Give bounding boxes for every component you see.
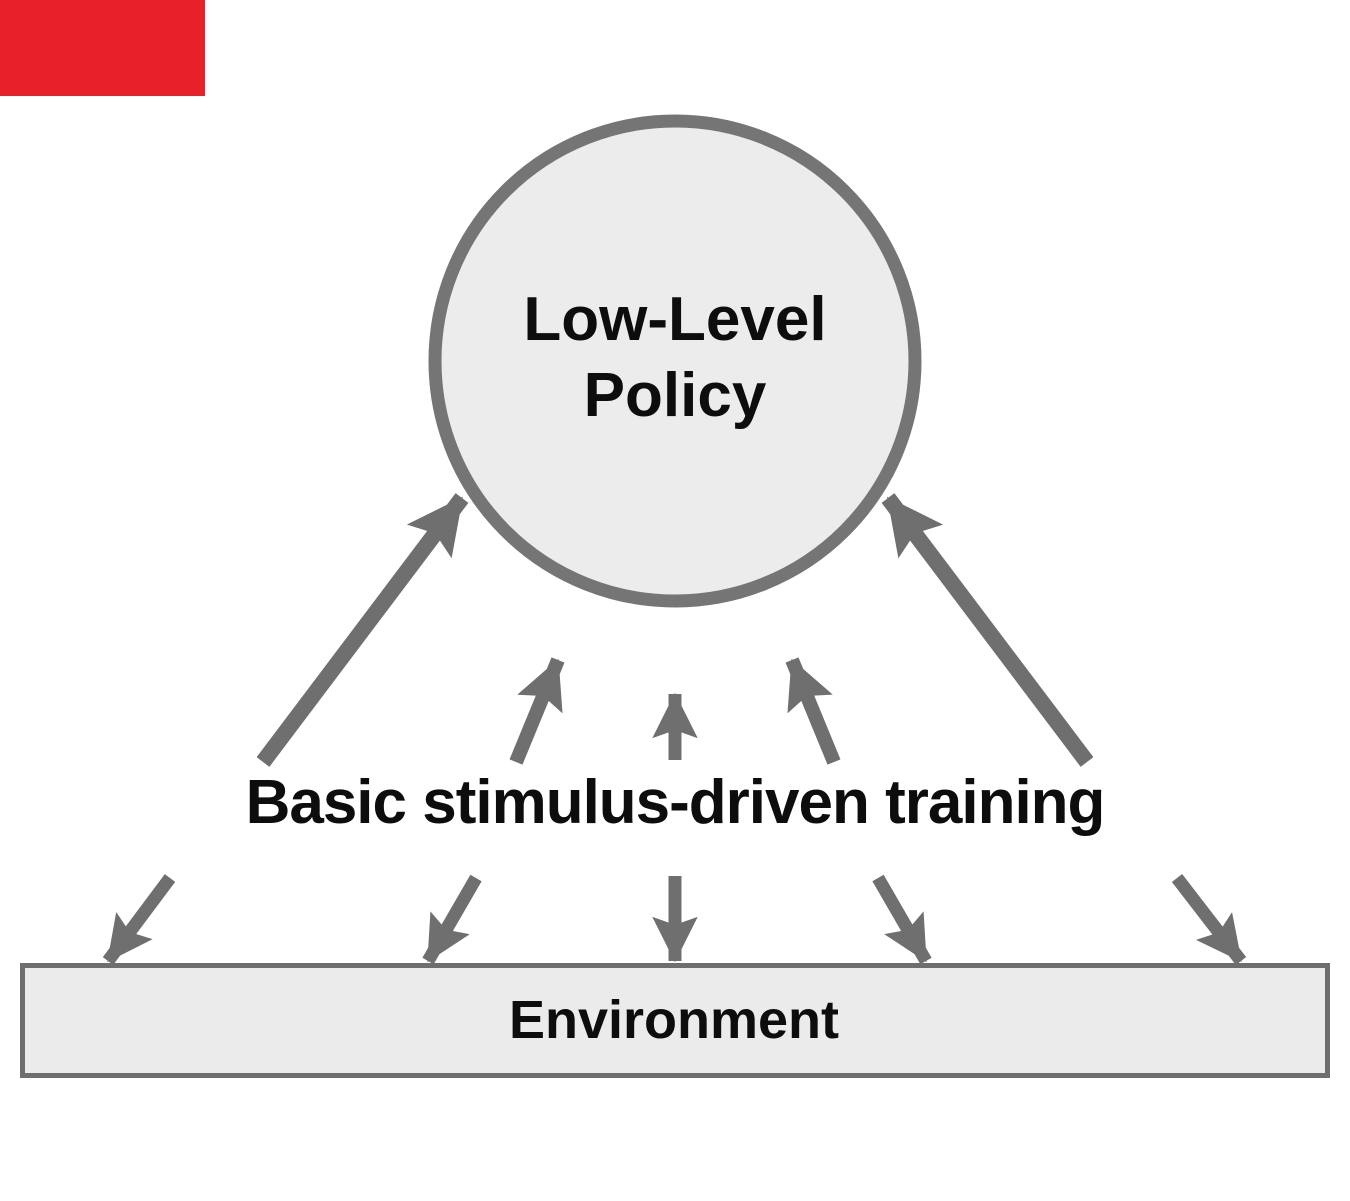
low-level-policy-node	[428, 114, 922, 608]
arrow-large-left-up-icon	[256, 493, 469, 767]
low-level-policy-label: Low-Level Policy	[375, 282, 975, 434]
environment-label: Environment	[508, 990, 840, 1050]
arrow-down-right-icon	[872, 874, 932, 965]
low-level-policy-label-line1: Low-Level	[523, 285, 827, 354]
arrow-small-left-up-icon	[509, 657, 565, 765]
arrow-large-right-up-icon	[881, 493, 1094, 767]
environment-bar	[20, 963, 1330, 1078]
arrow-down-far-left-icon	[102, 874, 176, 965]
arrow-down-left-icon	[422, 874, 482, 965]
arrow-down-far-right-icon	[1171, 874, 1247, 965]
arrow-small-right-up-icon	[785, 657, 841, 765]
training-label: Basic stimulus-driven training	[245, 768, 1106, 837]
low-level-policy-label-line2: Policy	[583, 361, 767, 430]
red-banner-shape	[0, 0, 205, 96]
